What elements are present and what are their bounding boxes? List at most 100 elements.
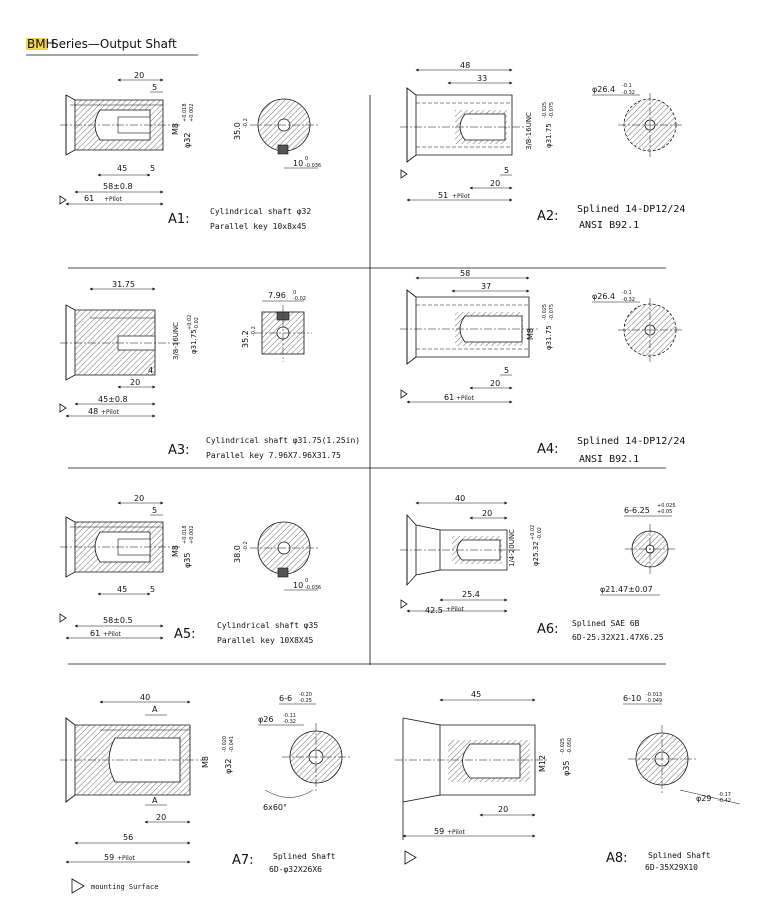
panel-a4: 58 37 5 20 61 +Pilot M8 φ31.75 -0.025 -0… [400,269,685,465]
a1-thread: M8 [171,123,180,135]
a3-pilot-suffix: +Pilot [101,409,120,416]
panel-a5: 20 5 45 5 58±0.5 61 +Pilot M8 φ35 +0.018… [59,494,321,645]
a6-shaft-section [400,513,520,587]
a4-dimensions: 58 37 5 20 61 +Pilot M8 φ31.75 -0.025 -0… [400,269,555,404]
a4-code: A4: [537,442,559,457]
a7-width-lo: -0.25 [299,698,312,704]
a2-mount-marker [400,169,408,179]
a2-dim-pilot: 51 [438,191,448,200]
a8-width-up: -0.013 [646,692,662,698]
a7-shaft-section [60,717,205,803]
a6-dia-up: +0.02 [530,525,536,540]
a6-dimensions: 40 20 25.4 42.5 +Pilot 1/4-20UNC φ25.32 … [400,494,543,615]
a8-dia-up: -0.025 [560,738,566,754]
a7-desc-2: 6D-φ32X26X6 [269,865,322,874]
a1-dim-45: 45 [117,164,127,173]
a7-minor-up: -0.11 [283,713,296,719]
a5-dim-length: 58±0.5 [103,616,133,625]
a2-spline-dia: φ26.4 [592,85,615,94]
a1-key-lo: -0.036 [305,163,321,169]
a6-dim-pilot: 42.5 [425,606,443,615]
a6-code: A6: [537,622,559,637]
a4-mount-marker [400,389,408,399]
a2-spline-lo: -0.32 [622,90,635,96]
a3-key-lo: -0.02 [293,296,306,302]
a6-minor-dia: φ21.47±0.07 [600,585,653,594]
a7-dim-20: 20 [156,813,166,822]
a4-desc-1: Splined 14-DP12/24 [577,436,685,447]
a8-dimensions: 45 20 59 +Pilot M12 φ35 -0.025 -0.050 [402,690,573,865]
a7-width: 6-6 [279,694,292,703]
a6-desc-1: Splined SAE 6B [572,619,640,628]
a1-dia-up: +0.018 [182,103,188,122]
mounting-legend: mounting Surface [71,878,158,894]
a3-dim-3175: 31.75 [112,280,135,289]
a1-dimensions: 20 5 45 5 58±0.8 61 +Pilot M8 φ32 +0.018… [59,71,195,206]
a5-key-width: 10 [293,581,303,590]
a7-dia-lo: -0.041 [229,736,235,752]
a6-dim-40: 40 [455,494,465,503]
a4-dia-lo: -0.075 [549,304,555,320]
panel-a3: 31.75 4 20 45±0.8 48 +Pilot 3/8-16UNC φ3… [59,280,360,460]
a1-pilot-suffix: +Pilot [104,196,123,203]
a4-dia: φ31.75 [545,325,553,350]
a7-spline-section: 6-6 -0.20 -0.25 φ26 -0.11 -0.32 6x60° [258,692,350,812]
a4-shaft-section [400,289,540,365]
a4-spline-lo: -0.32 [622,297,635,303]
a3-dim-length: 45±0.8 [98,395,128,404]
a7-thread: M8 [201,756,210,768]
a4-dim-5: 5 [504,366,509,375]
a5-desc-2: Parallel key 10X8X45 [217,636,314,645]
a5-shaft-section [60,516,180,578]
a1-shaft-section [60,94,180,156]
a2-desc-2: ANSI B92.1 [579,220,639,231]
a8-dim-45: 45 [471,690,481,699]
a2-desc-1: Splined 14-DP12/24 [577,204,685,215]
a3-height: 35.2 [241,330,250,348]
a6-width: 6-6.25 [624,506,650,515]
panel-a2: 48 33 5 20 51 +Pilot 3/8-16UNC φ31.75 -0… [400,61,685,231]
a6-pilot-suffix: +Pilot [446,606,465,613]
a5-dia-up: +0.018 [182,525,188,544]
a6-mount-marker [400,599,408,609]
a8-minor-up: -0.17 [718,792,731,798]
a4-dim-58: 58 [460,269,470,278]
a2-dim-33: 33 [477,74,487,83]
a7-dim-a-bottom: A [152,796,158,805]
a5-dimensions: 20 5 45 5 58±0.5 61 +Pilot M8 φ35 +0.018… [59,494,195,640]
a3-cross-section: 7.96 0 -0.02 35.2 -0.2 [241,290,312,362]
a7-dim-a-top: A [152,705,158,714]
a8-width: 6-10 [623,694,641,703]
a5-dim-pilot: 61 [90,629,100,638]
a3-dia-lo: -0.02 [194,317,200,330]
a4-dim-37: 37 [481,282,491,291]
a6-dim-20: 20 [482,509,492,518]
a3-key-up: 0 [293,290,296,296]
a1-dim-pilot: 61 [84,194,94,203]
brand-highlight [26,38,48,50]
a3-mount-marker [59,403,67,413]
panel-a8: 45 20 59 +Pilot M12 φ35 -0.025 -0.050 6-… [395,690,741,872]
a5-pilot-suffix: +Pilot [103,631,122,638]
mounting-triangle-icon [71,878,85,894]
a1-dim-length: 58±0.8 [103,182,133,191]
a1-key-up: 0 [305,156,308,162]
a1-dia-lo: +0.002 [189,103,195,122]
a7-pilot-suffix: +Pilot [117,855,136,862]
a8-desc-2: 6D-35X29X10 [645,863,698,872]
grid-dividers [68,95,666,665]
a8-mount-marker [404,850,417,865]
a3-dia: φ31.75 [190,329,198,354]
a4-thread: M8 [526,328,535,340]
a5-key-up: 0 [305,578,308,584]
a2-spline-section: φ26.4 -0.1 -0.32 [592,83,682,157]
a6-desc-2: 6D-25.32X21.47X6.25 [572,633,664,642]
a4-dim-pilot: 61 [444,393,454,402]
a6-spline-section: 6-6.25 +0.025 +0.05 φ21.47±0.07 [600,503,676,596]
a5-dim-5: 5 [152,506,157,515]
a4-dia-up: -0.025 [542,304,548,320]
a1-code: A1: [168,212,190,227]
a7-minor-dia: φ26 [258,715,273,724]
a5-thread: M8 [171,545,180,557]
a6-dia-lo: -0.02 [537,527,543,540]
